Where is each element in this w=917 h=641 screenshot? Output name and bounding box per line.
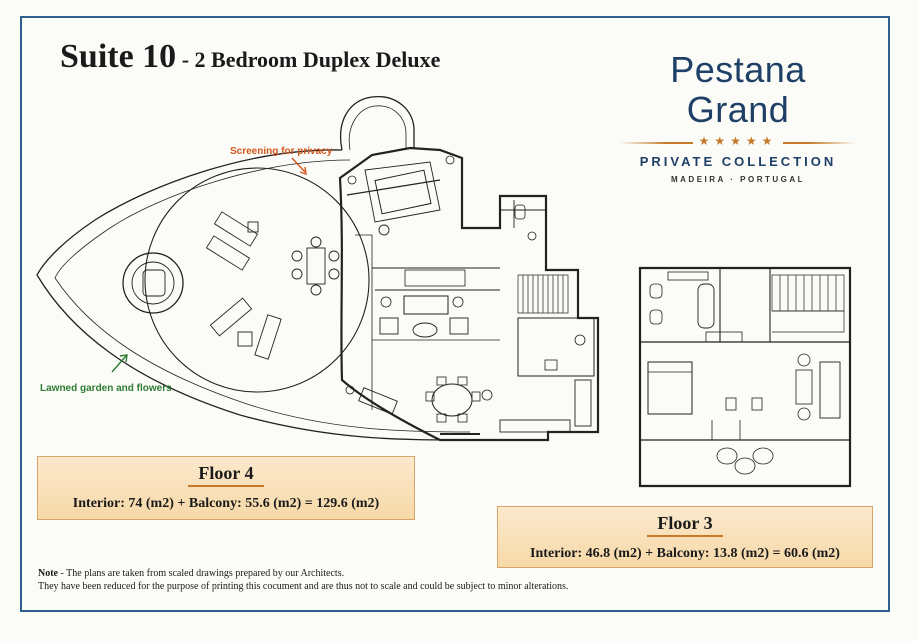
terrace-outline bbox=[36, 149, 471, 441]
floor4-area-box: Floor 4 Interior: 74 (m2) + Balcony: 55.… bbox=[37, 456, 415, 520]
jacuzzi bbox=[122, 252, 184, 314]
building-floor4 bbox=[338, 146, 600, 442]
sun-loungers bbox=[205, 211, 282, 360]
note-line1: - The plans are taken from scaled drawin… bbox=[58, 568, 345, 579]
outdoor-dining bbox=[291, 236, 340, 296]
brand-rule: ★★★★★ bbox=[620, 132, 856, 150]
floor3-area: Interior: 46.8 (m2) + Balcony: 13.8 (m2)… bbox=[530, 546, 840, 561]
stairs-floor3 bbox=[771, 274, 845, 333]
note-label: Note bbox=[38, 568, 58, 579]
tower-arc-inner bbox=[348, 105, 407, 151]
garden-label: Lawned garden and flowers bbox=[40, 383, 172, 394]
page-title: Suite 10 - 2 Bedroom Duplex Deluxe bbox=[60, 38, 440, 76]
tower-arc bbox=[340, 96, 415, 151]
dining-table-floor4 bbox=[431, 383, 473, 417]
brand-logo: Pestana Grand ★★★★★ PRIVATE COLLECTION M… bbox=[620, 50, 856, 184]
floor4-title: Floor 4 bbox=[188, 463, 264, 487]
bed-floor4 bbox=[374, 169, 432, 215]
lawn-oval bbox=[144, 167, 370, 393]
page-frame bbox=[20, 16, 890, 612]
brand-location: MADEIRA · PORTUGAL bbox=[670, 175, 806, 184]
suite-type: 2 Bedroom Duplex Deluxe bbox=[194, 47, 441, 72]
privacy-label: Screening for privacy bbox=[230, 146, 333, 157]
brand-name: Pestana Grand bbox=[670, 49, 806, 130]
floor4-area: Interior: 74 (m2) + Balcony: 55.6 (m2) =… bbox=[72, 496, 380, 511]
suite-number: Suite 10 bbox=[60, 38, 177, 75]
star-rating-icon: ★★★★★ bbox=[692, 134, 784, 148]
floor3-area-box: Floor 3 Interior: 46.8 (m2) + Balcony: 1… bbox=[497, 506, 873, 568]
note-line2: They have been reduced for the purpose o… bbox=[38, 581, 569, 592]
disclaimer-note: Note - The plans are taken from scaled d… bbox=[38, 567, 568, 593]
floor3-title: Floor 3 bbox=[647, 513, 723, 537]
bed-floor3 bbox=[647, 361, 693, 415]
stairs-floor4 bbox=[517, 274, 569, 314]
title-separator: - bbox=[176, 47, 195, 72]
building-floor3 bbox=[638, 266, 852, 488]
brand-collection: PRIVATE COLLECTION bbox=[639, 154, 837, 169]
